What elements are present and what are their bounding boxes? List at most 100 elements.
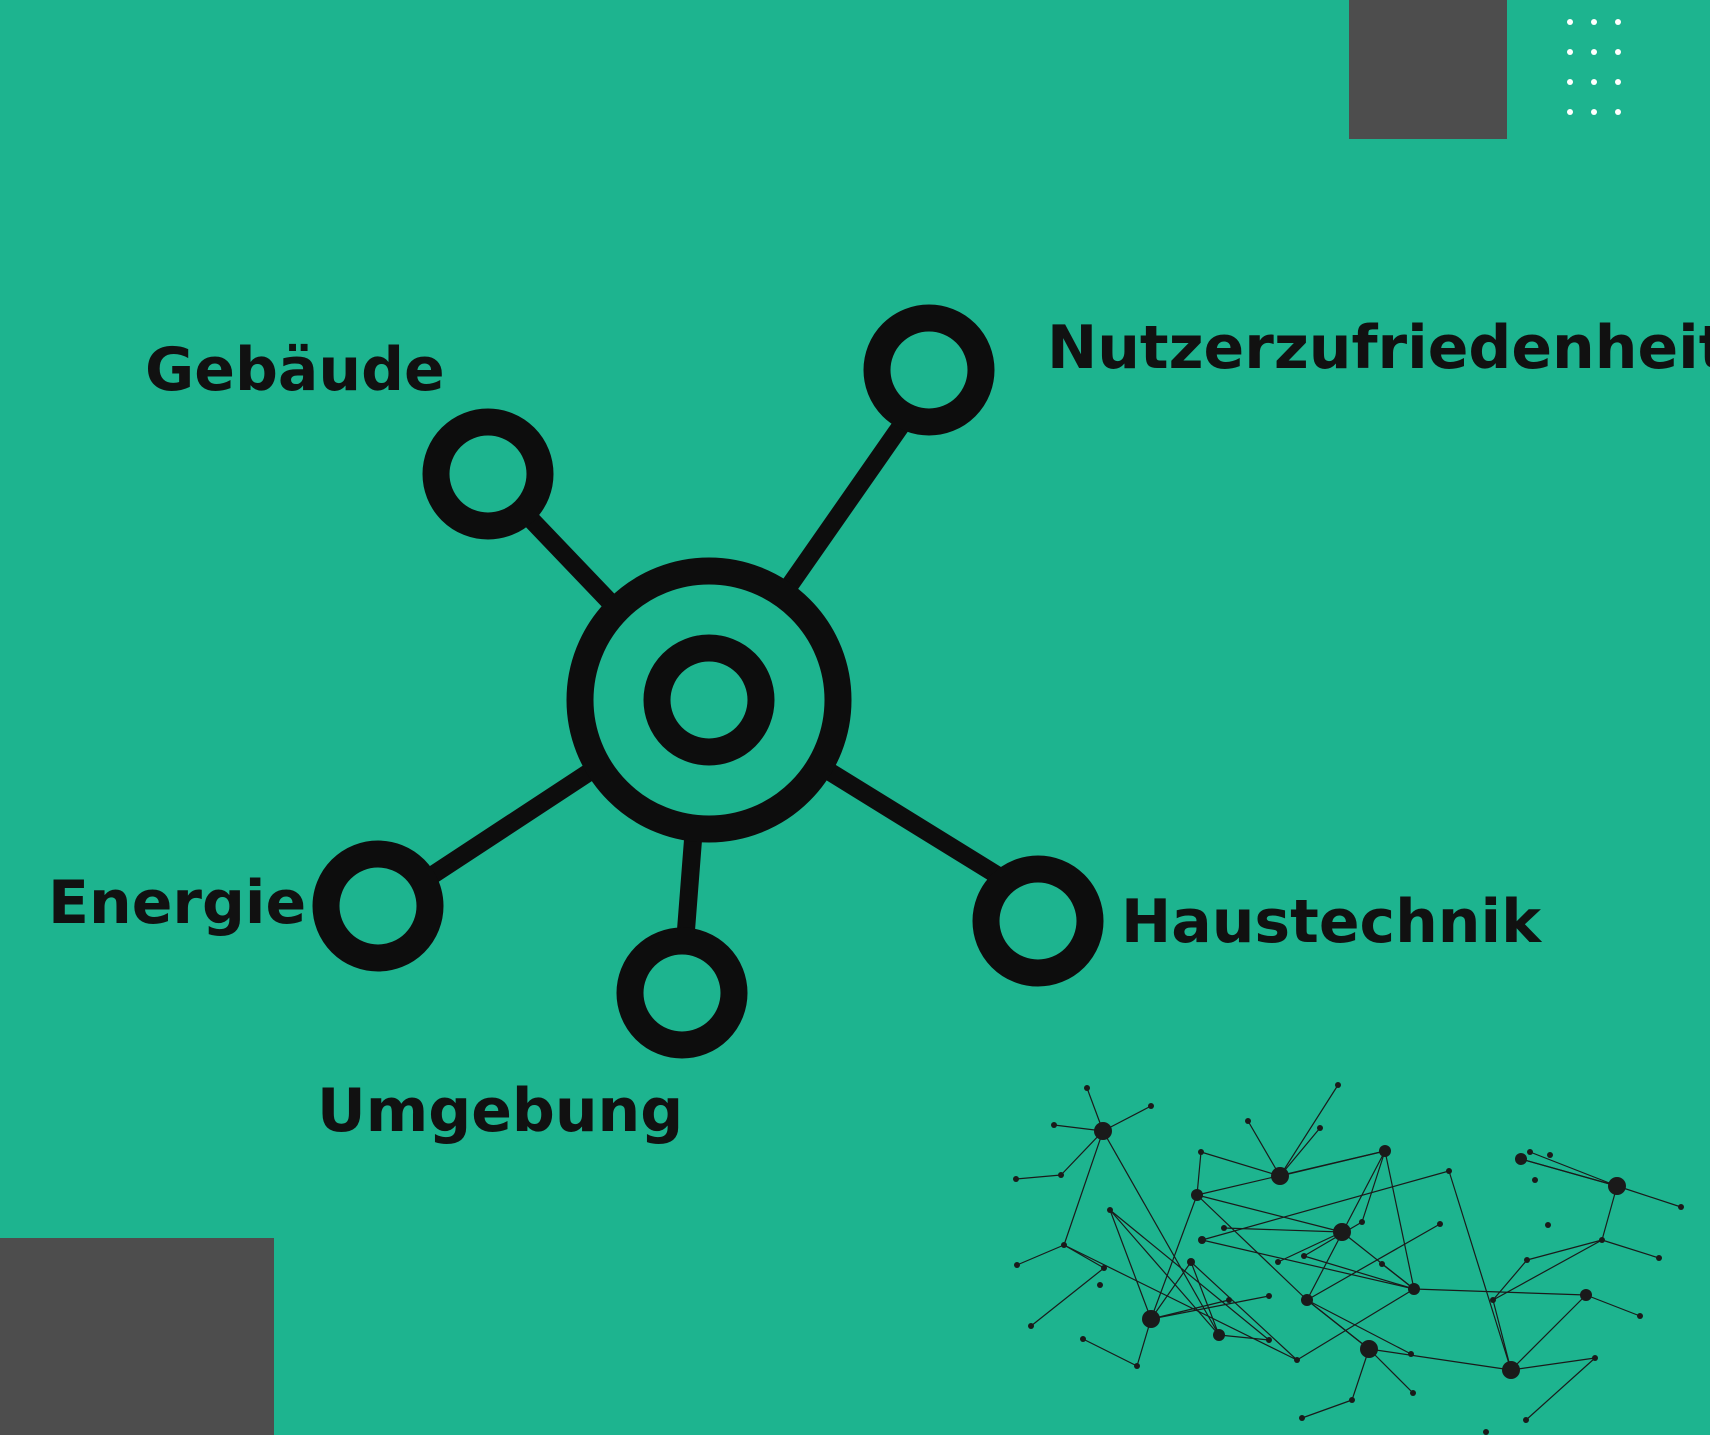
- mesh-link: [1381, 1263, 1415, 1290]
- mesh-link: [1015, 1174, 1062, 1180]
- mesh-node: [1142, 1310, 1160, 1328]
- mesh-node: [1028, 1323, 1034, 1329]
- mesh-link: [1190, 1261, 1220, 1336]
- mesh-link: [1510, 1357, 1596, 1371]
- decorative-gray-block-bottom: [0, 1238, 274, 1435]
- mesh-node: [1101, 1265, 1107, 1271]
- grid-dot: [1615, 109, 1621, 115]
- mesh-node: [1275, 1259, 1281, 1265]
- mesh-node: [1317, 1125, 1323, 1131]
- mesh-node: [1134, 1363, 1140, 1369]
- mesh-node: [1580, 1289, 1592, 1301]
- mesh-node: [1524, 1257, 1530, 1263]
- mesh-link: [1060, 1130, 1104, 1176]
- mesh-node: [1266, 1293, 1272, 1299]
- label-haustechnik: Haustechnik: [1121, 887, 1541, 957]
- mesh-node: [1191, 1189, 1203, 1201]
- mesh-node: [1545, 1222, 1551, 1228]
- mesh-node: [1226, 1297, 1232, 1303]
- mesh-link: [1303, 1255, 1415, 1290]
- hub-outer-ring: [566, 557, 852, 843]
- mesh-node: [1301, 1294, 1313, 1306]
- mesh-link: [1601, 1185, 1618, 1241]
- mesh-node: [1013, 1176, 1019, 1182]
- mesh-link: [1109, 1209, 1220, 1336]
- hub-inner-ring: [643, 634, 775, 766]
- node-circle-energie: [312, 840, 444, 972]
- grid-dot: [1615, 49, 1621, 55]
- mesh-link: [1492, 1299, 1512, 1371]
- mesh-link: [1301, 1399, 1353, 1419]
- mesh-node: [1349, 1397, 1355, 1403]
- connector-nutzer: [776, 411, 914, 601]
- connector-energie: [416, 760, 603, 889]
- mesh-node: [1360, 1340, 1378, 1358]
- mesh-node: [1107, 1207, 1113, 1213]
- mesh-link: [1525, 1357, 1596, 1421]
- mesh-node: [1294, 1357, 1300, 1363]
- mesh-node: [1379, 1145, 1391, 1157]
- mesh-node: [1523, 1417, 1529, 1423]
- grid-dot: [1591, 49, 1597, 55]
- mesh-node: [1379, 1261, 1385, 1267]
- label-nutzerzufriedenheit: Nutzerzufriedenheit: [1047, 313, 1710, 383]
- mesh-link: [1601, 1239, 1660, 1259]
- mesh-node: [1245, 1118, 1251, 1124]
- mesh-link: [1279, 1084, 1339, 1177]
- mesh-node: [1547, 1152, 1553, 1158]
- mesh-node: [1198, 1149, 1204, 1155]
- mesh-link: [1616, 1185, 1682, 1208]
- mesh-link: [1109, 1209, 1152, 1320]
- mesh-link: [1529, 1151, 1618, 1187]
- grid-dot: [1591, 19, 1597, 25]
- mesh-node: [1266, 1337, 1272, 1343]
- mesh-link: [1277, 1231, 1343, 1263]
- grid-dot: [1567, 109, 1573, 115]
- mesh-link: [1279, 1127, 1321, 1177]
- mesh-node: [1446, 1168, 1452, 1174]
- dot-grid-decoration: [1567, 19, 1621, 115]
- mesh-link: [1303, 1221, 1363, 1257]
- mesh-node: [1097, 1282, 1103, 1288]
- mesh-link: [1448, 1170, 1512, 1371]
- mesh-node: [1437, 1221, 1443, 1227]
- mesh-link: [1492, 1259, 1528, 1301]
- mesh-link: [1306, 1299, 1412, 1355]
- node-circle-gebaeude: [422, 408, 554, 540]
- mesh-node: [1527, 1149, 1533, 1155]
- grid-dot: [1615, 79, 1621, 85]
- grid-dot: [1615, 19, 1621, 25]
- mesh-node: [1333, 1223, 1351, 1241]
- mesh-link: [1196, 1194, 1308, 1301]
- mesh-link: [1585, 1294, 1641, 1317]
- mesh-link: [1520, 1158, 1618, 1187]
- mesh-link: [1063, 1130, 1104, 1246]
- mesh-node: [1637, 1313, 1643, 1319]
- grid-dot: [1591, 109, 1597, 115]
- mesh-node: [1299, 1415, 1305, 1421]
- mesh-link: [1109, 1209, 1270, 1341]
- mesh-link: [1218, 1334, 1270, 1341]
- mesh-link: [1368, 1348, 1512, 1371]
- mesh-link: [1306, 1299, 1370, 1350]
- mesh-link: [1196, 1150, 1386, 1196]
- mesh-node: [1678, 1204, 1684, 1210]
- mesh-node: [1213, 1329, 1225, 1341]
- mesh-node: [1084, 1085, 1090, 1091]
- node-circle-haustechnik: [972, 855, 1104, 987]
- grid-dot: [1567, 19, 1573, 25]
- mesh-link: [1361, 1150, 1386, 1223]
- hub-rings: [312, 304, 1104, 1059]
- connector-haustechnik: [813, 758, 1014, 889]
- mesh-node: [1408, 1283, 1420, 1295]
- mesh-node: [1515, 1153, 1527, 1165]
- mesh-node: [1301, 1253, 1307, 1259]
- mesh-node: [1094, 1122, 1112, 1140]
- mesh-node: [1061, 1242, 1067, 1248]
- mesh-link: [1306, 1223, 1441, 1301]
- mesh-node: [1187, 1258, 1195, 1266]
- mesh-link: [1082, 1338, 1138, 1367]
- mesh-node: [1221, 1225, 1227, 1231]
- mesh-node: [1359, 1219, 1365, 1225]
